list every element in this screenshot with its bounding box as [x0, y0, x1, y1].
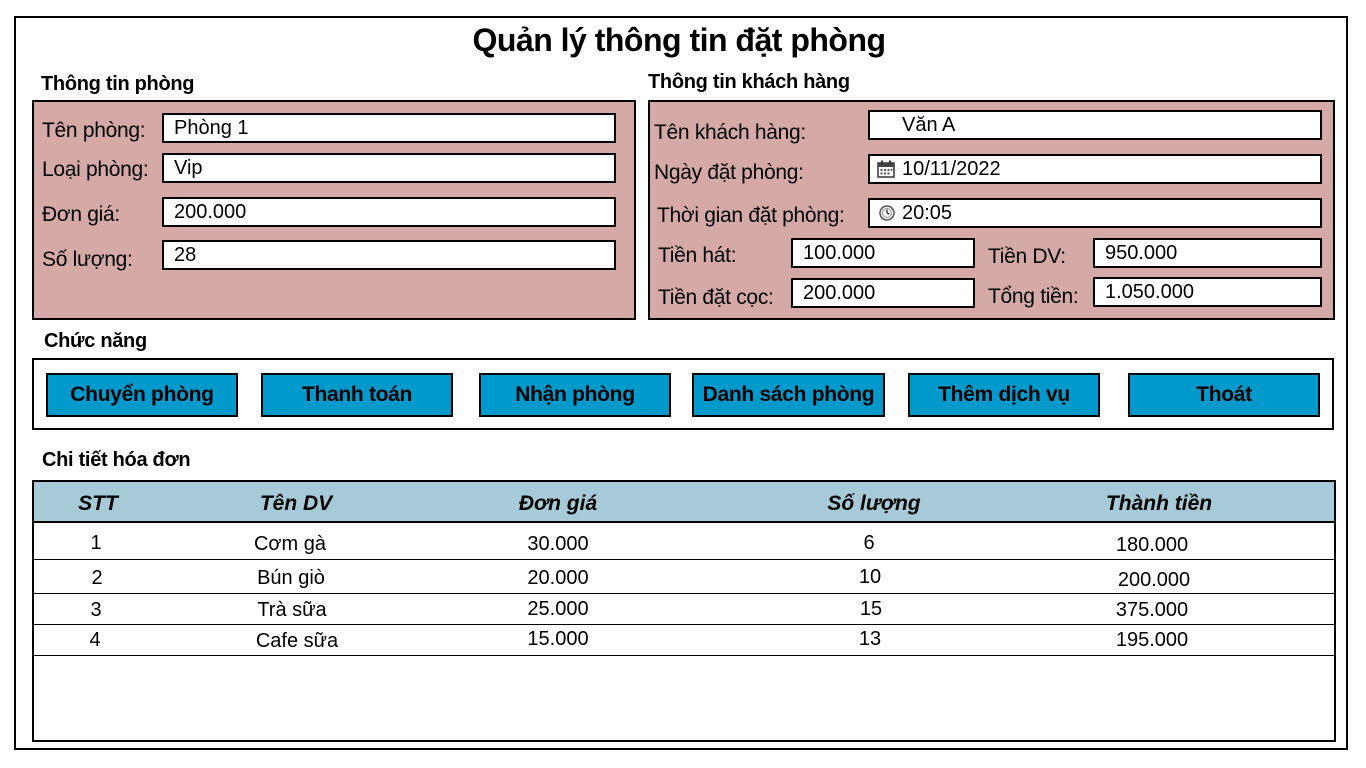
cell-quantity: 10: [858, 566, 882, 588]
cell-service-name: Trà sữa: [257, 599, 327, 621]
room-type-input[interactable]: Vip: [162, 153, 616, 183]
booking-date-picker[interactable]: 10/11/2022: [868, 154, 1322, 184]
cell-stt: 3: [90, 599, 102, 621]
cell-unit-price: 25.000: [527, 598, 589, 620]
table-row[interactable]: 1 Cơm gà 30.000 6 180.000: [34, 523, 1334, 560]
cell-amount: 200.000: [1117, 569, 1191, 591]
table-row[interactable]: 2 Bún giò 20.000 10 200.000: [34, 560, 1334, 594]
cell-unit-price: 20.000: [527, 567, 589, 589]
booking-date-value: 10/11/2022: [902, 158, 1001, 180]
cell-stt: 2: [91, 567, 103, 589]
clock-icon[interactable]: [878, 204, 896, 222]
cell-service-name: Cafe sữa: [255, 630, 339, 652]
deposit-input[interactable]: 200.000: [791, 278, 975, 308]
invoice-table: STT Tên DV Đơn giá Số lượng Thành tiền 1…: [32, 480, 1336, 742]
customer-name-value: Văn A: [902, 114, 956, 136]
total-label: Tổng tiền:: [988, 285, 1079, 308]
invoice-title: Chi tiết hóa đơn: [42, 449, 191, 471]
booking-time-picker[interactable]: 20:05: [868, 198, 1322, 228]
booking-time-value: 20:05: [902, 202, 953, 224]
room-name-value: Phòng 1: [174, 117, 249, 139]
customer-name-label: Tên khách hàng:: [654, 121, 806, 144]
column-header-amount[interactable]: Thành tiền: [1105, 492, 1213, 515]
payment-button[interactable]: Thanh toán: [261, 373, 453, 417]
cell-quantity: 13: [858, 628, 882, 650]
singing-fee-label: Tiền hát:: [658, 244, 737, 267]
cell-unit-price: 15.000: [527, 628, 589, 650]
service-fee-value: 950.000: [1105, 242, 1178, 264]
quantity-label: Số lượng:: [42, 248, 133, 271]
cell-stt: 4: [89, 629, 101, 651]
calendar-icon[interactable]: [876, 159, 896, 179]
unit-price-input[interactable]: 200.000: [162, 197, 616, 227]
room-type-label: Loại phòng:: [42, 158, 149, 181]
room-list-button[interactable]: Danh sách phòng: [692, 373, 885, 417]
cell-amount: 180.000: [1115, 534, 1189, 556]
unit-price-label: Đơn giá:: [42, 203, 120, 226]
singing-fee-value: 100.000: [803, 242, 876, 264]
room-type-value: Vip: [174, 157, 203, 179]
column-header-service-name[interactable]: Tên DV: [259, 492, 333, 515]
cell-quantity: 15: [859, 598, 883, 620]
table-row[interactable]: 3 Trà sữa 25.000 15 375.000: [34, 594, 1334, 625]
customer-name-input[interactable]: Văn A: [868, 110, 1322, 140]
column-header-unit-price[interactable]: Đơn giá: [518, 492, 598, 515]
page-title: Quản lý thông tin đặt phòng: [472, 22, 886, 58]
singing-fee-input[interactable]: 100.000: [791, 238, 975, 268]
column-header-quantity[interactable]: Số lượng: [827, 492, 921, 515]
check-in-button[interactable]: Nhận phòng: [479, 373, 671, 417]
cell-stt: 1: [90, 532, 102, 554]
room-info-title: Thông tin phòng: [41, 73, 195, 95]
cell-unit-price: 30.000: [527, 533, 589, 555]
unit-price-value: 200.000: [174, 201, 247, 223]
total-input[interactable]: 1.050.000: [1093, 277, 1322, 307]
exit-button[interactable]: Thoát: [1128, 373, 1320, 417]
table-row[interactable]: 4 Cafe sữa 15.000 13 195.000: [34, 625, 1334, 656]
functions-panel: [32, 358, 1334, 430]
total-value: 1.050.000: [1105, 281, 1194, 303]
quantity-value: 28: [174, 244, 197, 266]
cell-service-name: Cơm gà: [253, 533, 327, 555]
functions-title: Chức năng: [44, 330, 147, 352]
deposit-value: 200.000: [803, 282, 876, 304]
column-header-stt[interactable]: STT: [78, 492, 118, 515]
service-fee-input[interactable]: 950.000: [1093, 238, 1322, 268]
cell-quantity: 6: [863, 532, 875, 554]
cell-amount: 195.000: [1115, 629, 1189, 651]
cell-amount: 375.000: [1115, 599, 1189, 621]
cell-service-name: Bún giò: [257, 567, 325, 589]
customer-info-title: Thông tin khách hàng: [648, 71, 850, 93]
room-name-input[interactable]: Phòng 1: [162, 113, 616, 143]
room-name-label: Tên phòng:: [42, 119, 146, 142]
booking-time-label: Thời gian đặt phòng:: [657, 204, 845, 227]
deposit-label: Tiền đặt cọc:: [658, 286, 774, 309]
quantity-input[interactable]: 28: [162, 240, 616, 270]
transfer-room-button[interactable]: Chuyển phòng: [46, 373, 238, 417]
table-header: STT Tên DV Đơn giá Số lượng Thành tiền: [34, 482, 1334, 523]
booking-date-label: Ngày đặt phòng:: [654, 161, 804, 184]
service-fee-label: Tiền DV:: [988, 245, 1066, 268]
add-service-button[interactable]: Thêm dịch vụ: [908, 373, 1100, 417]
